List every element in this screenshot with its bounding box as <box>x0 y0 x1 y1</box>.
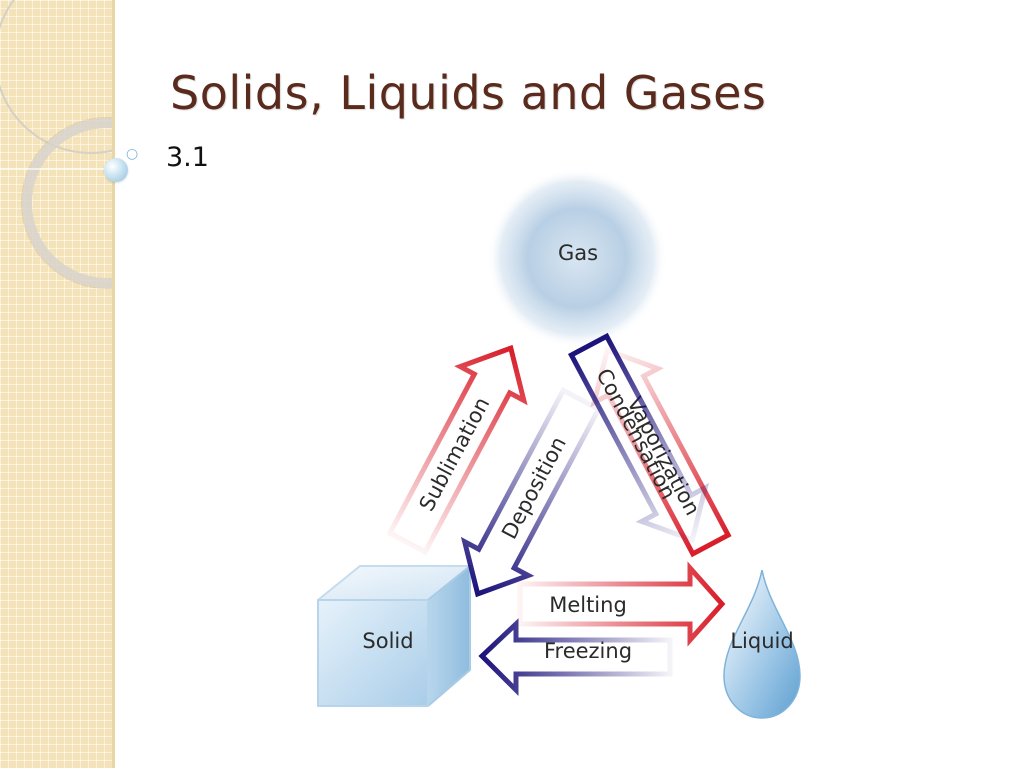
sublimation-arrow <box>386 344 528 556</box>
sidebar-border <box>112 0 115 768</box>
liquid-label: Liquid <box>730 629 793 653</box>
decorative-line <box>0 168 112 170</box>
vaporization-arrow <box>590 346 732 558</box>
freezing-label: Freezing <box>544 639 632 663</box>
hollow-circle-bullet-icon: ○ <box>126 146 139 162</box>
water-drop-icon <box>723 569 801 719</box>
gas-cloud-icon <box>487 168 667 348</box>
gas-label: Gas <box>558 241 598 265</box>
slide-title: Solids, Liquids and Gases <box>170 66 767 120</box>
condensation-arrow <box>568 332 710 544</box>
melting-label: Melting <box>549 593 627 617</box>
solid-label: Solid <box>362 629 413 653</box>
decorative-bubble <box>104 158 128 182</box>
freezing-arrow <box>478 618 673 697</box>
condensation-label: Condensation <box>591 365 680 504</box>
slide-subtitle: 3.1 <box>166 142 209 173</box>
ice-cube-icon <box>317 565 471 707</box>
deposition-arrow <box>460 386 602 598</box>
decorative-sidebar <box>0 0 112 768</box>
melting-arrow <box>517 561 726 647</box>
